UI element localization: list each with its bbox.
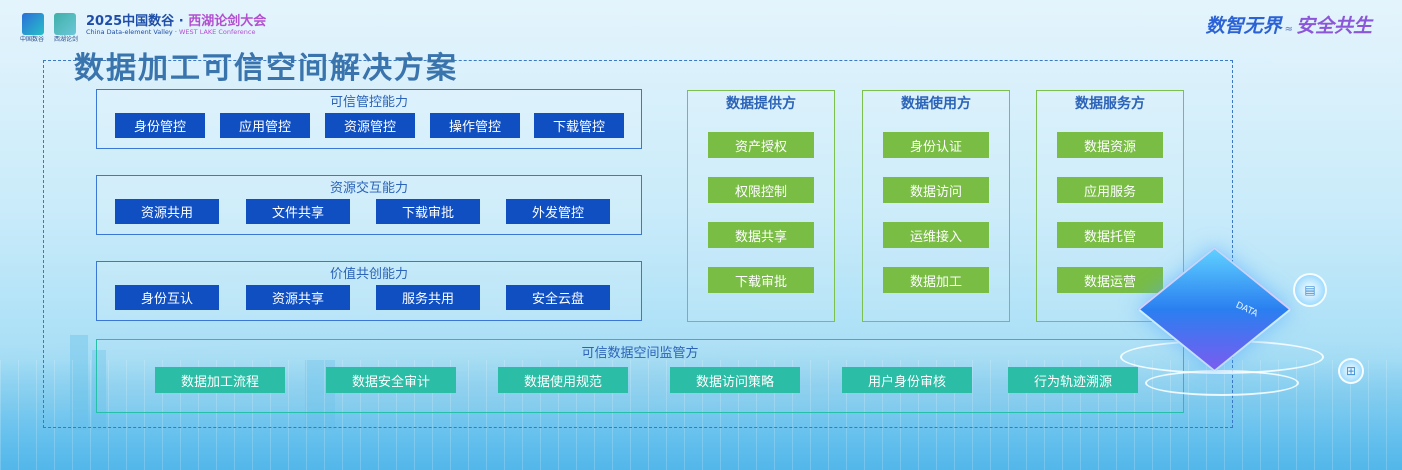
party-data-provider: 数据提供方 资产授权 权限控制 数据共享 下载审批	[687, 90, 835, 322]
party-item: 数据托管	[1057, 222, 1163, 248]
event-subtitle: China Data-element Valley · WEST LAKE Co…	[86, 28, 256, 36]
event-title-left: 2025中国数谷	[86, 14, 175, 29]
capability-title: 价值共创能力	[329, 267, 408, 282]
data-cube-decoration: DATA	[1110, 246, 1350, 420]
capability-item: 外发管控	[506, 199, 610, 224]
diagram-title: 数据加工可信空间解决方案	[74, 51, 458, 86]
logo1-label: 中国数谷	[20, 36, 45, 43]
capability-item: 应用管控	[220, 113, 310, 138]
capability-item: 资源共用	[115, 199, 219, 224]
party-item: 数据加工	[883, 267, 989, 293]
party-item: 身份认证	[883, 132, 989, 158]
party-item: 数据运营	[1057, 267, 1163, 293]
capability-title: 资源交互能力	[329, 181, 408, 196]
party-title: 数据提供方	[726, 96, 796, 112]
regulator-title: 可信数据空间监管方	[581, 346, 699, 361]
party-title: 数据服务方	[1075, 96, 1145, 112]
party-title: 数据使用方	[901, 96, 971, 112]
party-item: 应用服务	[1057, 177, 1163, 203]
regulator-item: 数据加工流程	[155, 367, 285, 393]
capability-resource-interaction: 资源交互能力 资源共用 文件共享 下载审批 外发管控	[96, 175, 642, 235]
regulator-item: 行为轨迹溯源	[1008, 367, 1138, 393]
event-title-sep: ·	[178, 14, 184, 29]
capability-item: 服务共用	[376, 285, 480, 310]
party-data-service: 数据服务方 数据资源 应用服务 数据托管 数据运营	[1036, 90, 1184, 322]
monitor-bubble-icon: ▤	[1293, 273, 1327, 307]
capability-item: 资源管控	[325, 113, 415, 138]
china-data-valley-logo-icon	[22, 13, 44, 35]
party-item: 数据访问	[883, 177, 989, 203]
regulator-item: 数据使用规范	[498, 367, 628, 393]
capability-value-co-creation: 价值共创能力 身份互认 资源共享 服务共用 安全云盘	[96, 261, 642, 321]
slogan: 数智无界≈安全共生	[1206, 11, 1372, 38]
party-item: 数据资源	[1057, 132, 1163, 158]
chip-bubble-icon: ⊞	[1338, 358, 1364, 384]
party-item: 下载审批	[708, 267, 814, 293]
event-title-right: 西湖论剑大会	[188, 14, 267, 29]
regulator-item: 数据安全审计	[326, 367, 456, 393]
party-item: 资产授权	[708, 132, 814, 158]
party-item: 数据共享	[708, 222, 814, 248]
event-subtitle-left: China Data-element Valley	[86, 28, 173, 36]
capability-item: 下载管控	[534, 113, 624, 138]
glow-ring-inner	[1145, 370, 1299, 396]
regulator-item: 用户身份审核	[842, 367, 972, 393]
diagram-frame	[43, 60, 1233, 428]
slogan-left: 数智无界	[1205, 15, 1282, 37]
regulator-box: 可信数据空间监管方 数据加工流程 数据安全审计 数据使用规范 数据访问策略 用户…	[96, 339, 1184, 413]
capability-title: 可信管控能力	[329, 95, 408, 110]
party-data-user: 数据使用方 身份认证 数据访问 运维接入 数据加工	[862, 90, 1010, 322]
regulator-item: 数据访问策略	[670, 367, 800, 393]
capability-item: 身份管控	[115, 113, 205, 138]
event-subtitle-sep: ·	[174, 28, 177, 36]
capability-item: 文件共享	[246, 199, 350, 224]
capability-item: 身份互认	[115, 285, 219, 310]
capability-item: 安全云盘	[506, 285, 610, 310]
west-lake-logo-icon	[54, 13, 76, 35]
capability-trusted-control: 可信管控能力 身份管控 应用管控 资源管控 操作管控 下载管控	[96, 89, 642, 149]
capability-item: 下载审批	[376, 199, 480, 224]
logo2-label: 西湖论剑	[54, 36, 79, 43]
capability-item: 操作管控	[430, 113, 520, 138]
slogan-right: 安全共生	[1295, 15, 1372, 37]
slogan-sep: ≈	[1284, 24, 1293, 35]
capability-item: 资源共享	[246, 285, 350, 310]
event-subtitle-right: WEST LAKE Conference	[179, 28, 256, 36]
party-item: 权限控制	[708, 177, 814, 203]
party-item: 运维接入	[883, 222, 989, 248]
logo-group: 中国数谷 西湖论剑	[20, 10, 78, 43]
event-title: 2025中国数谷 · 西湖论剑大会	[86, 10, 266, 29]
